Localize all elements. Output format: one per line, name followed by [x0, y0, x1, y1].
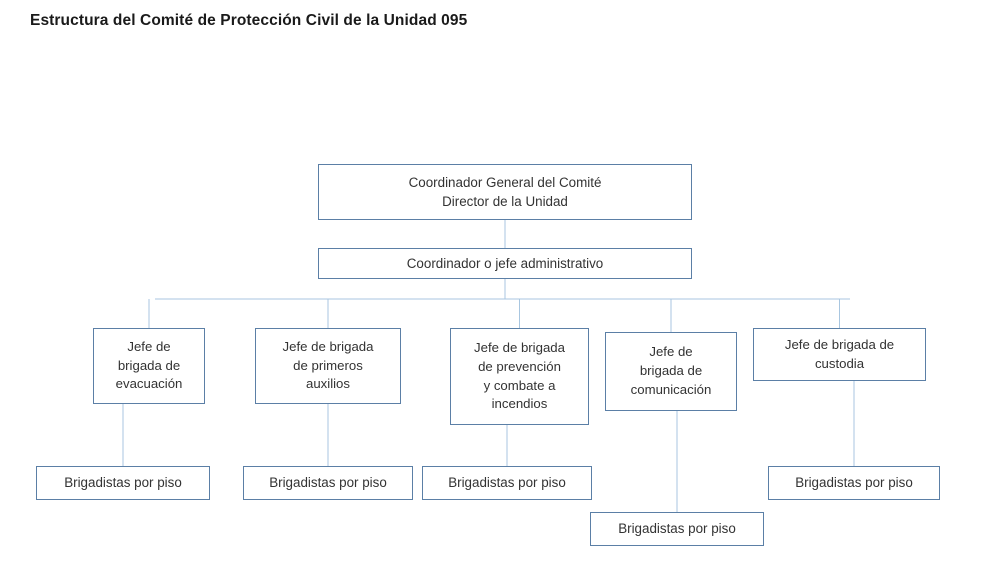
org-node-label: Coordinador General del Comité Director …: [408, 174, 602, 209]
org-node-jefe-de-brigada-de-evacuacion[interactable]: Jefe de brigada de evacuación: [93, 328, 205, 404]
org-node-label: Brigadistas por piso: [448, 475, 566, 491]
org-node-coordinador-o-jefe-administrativo[interactable]: Coordinador o jefe administrativo: [318, 248, 692, 279]
org-node-label: Brigadistas por piso: [269, 475, 387, 491]
org-node-brigadistas-por-piso[interactable]: Brigadistas por piso: [36, 466, 210, 500]
org-node-label: Jefe de brigada de evacuación: [115, 338, 183, 392]
org-node-brigadistas-por-piso[interactable]: Brigadistas por piso: [243, 466, 413, 500]
org-node-brigadistas-por-piso[interactable]: Brigadistas por piso: [422, 466, 592, 500]
org-node-label: Jefe de brigada de prevención y combate …: [474, 340, 565, 412]
org-node-brigadistas-por-piso[interactable]: Brigadistas por piso: [590, 512, 764, 546]
org-node-label: Brigadistas por piso: [618, 521, 736, 537]
org-node-label: Jefe de brigada de comunicación: [630, 344, 712, 397]
org-node-coordinador-general-del-comite-director-de-l[interactable]: Coordinador General del Comité Director …: [318, 164, 692, 220]
org-node-label: Jefe de brigada de primeros auxilios: [282, 338, 374, 392]
org-node-jefe-de-brigada-de-prevencion-y-combate-a-in[interactable]: Jefe de brigada de prevención y combate …: [450, 328, 589, 425]
org-node-label: Brigadistas por piso: [795, 475, 913, 491]
page-title: Estructura del Comité de Protección Civi…: [30, 12, 468, 29]
org-node-label: Brigadistas por piso: [64, 475, 182, 491]
org-node-jefe-de-brigada-de-comunicacion[interactable]: Jefe de brigada de comunicación: [605, 332, 737, 411]
org-node-label: Coordinador o jefe administrativo: [406, 255, 604, 271]
org-node-brigadistas-por-piso[interactable]: Brigadistas por piso: [768, 466, 940, 500]
org-node-jefe-de-brigada-de-custodia[interactable]: Jefe de brigada de custodia: [753, 328, 926, 381]
org-node-jefe-de-brigada-de-primeros-auxilios[interactable]: Jefe de brigada de primeros auxilios: [255, 328, 401, 404]
org-node-label: Jefe de brigada de custodia: [784, 336, 895, 371]
